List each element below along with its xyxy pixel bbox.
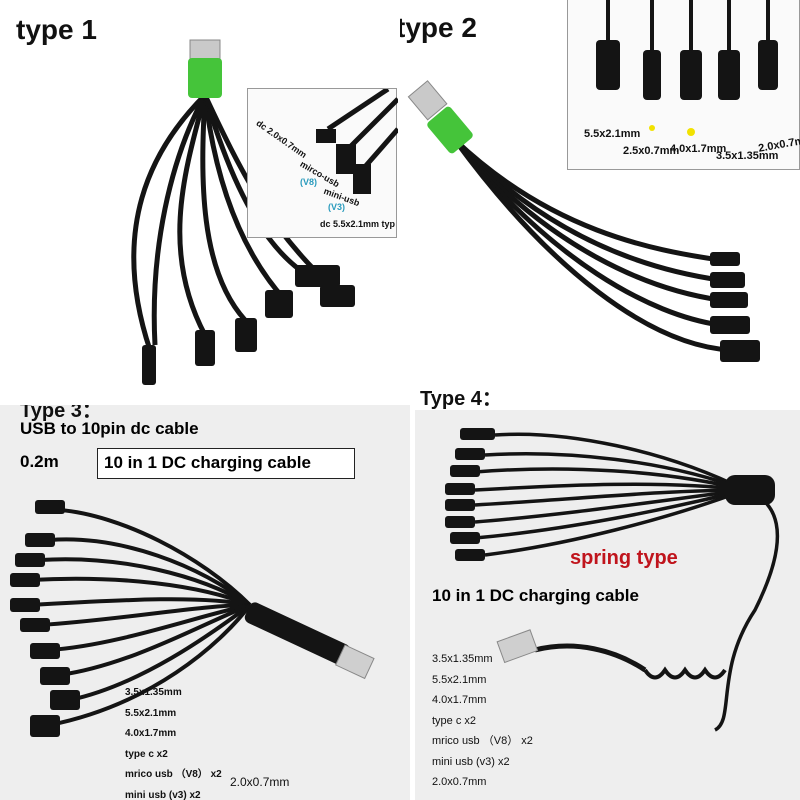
type3-panel: Type 3： USB to 10pin dc cable 0.2m 10 in… [0, 405, 410, 800]
inset-label: dc 5.5x2.1mm typ [320, 219, 396, 229]
spec-item: 3.5x1.35mm [125, 687, 182, 698]
spec-item: 3.5x1.35mm [432, 653, 493, 665]
spec-item: mini usb (v3) x2 [432, 755, 510, 768]
type2-panel: type 2 5.5x2.1mm 2.5x0.7mm 4.0x1.7mm 3.5… [400, 0, 800, 405]
type4-cable-illustration [445, 428, 780, 732]
type1-inset-connectors [316, 89, 398, 194]
type3-cable-illustration [10, 500, 375, 737]
inset-label: 3.5x1.35mm [716, 150, 779, 162]
type3-boxed-label: 10 in 1 DC charging cable [97, 448, 355, 479]
inset-label: (V8) [300, 177, 318, 187]
spec-item: 4.0x1.7mm [125, 728, 177, 739]
type4-spring-label: spring type [570, 547, 678, 569]
spec-item: type c x2 [432, 714, 477, 727]
type3-extra-spec: 2.0x0.7mm [230, 775, 290, 789]
spec-item: 5.5x2.1mm [125, 707, 177, 719]
type4-label: 10 in 1 DC charging cable [432, 586, 639, 605]
type2-inset: 5.5x2.1mm 2.5x0.7mm 4.0x1.7mm 3.5x1.35mm… [567, 0, 800, 170]
spec-item: mrico usb （V8） x2 [432, 735, 533, 747]
type1-cable-illustration [131, 39, 355, 385]
type3-subtitle: USB to 10pin dc cable [20, 419, 199, 438]
type3-title: Type 3： [20, 405, 102, 422]
type3-spec-list: 3.5x1.35mm 5.5x2.1mm 4.0x1.7mm type c x2… [125, 683, 222, 800]
type3-length: 0.2m [20, 452, 59, 471]
spec-item: 4.0x1.7mm [432, 694, 487, 706]
spec-item: 2.0x0.7mm [432, 776, 487, 788]
spec-item: mini usb (v3) x2 [125, 789, 201, 800]
type4-spec-list: 3.5x1.35mm 5.5x2.1mm 4.0x1.7mm type c x2… [432, 649, 533, 793]
type1-inset: dc 2.0x0.7mm mirco-usb (V8) mini-usb (V3… [247, 88, 398, 238]
type1-panel: type 1 dc 2.0x0.7mm mirco-usb (V8) mini-… [0, 0, 400, 405]
type4-title: Type 4： [420, 388, 502, 410]
inset-label: 4.0x1.7mm [670, 143, 727, 155]
type2-inset-connectors [596, 0, 778, 136]
inset-label: 2.5x0.7mm [623, 145, 680, 157]
type2-cable-illustration [407, 80, 760, 362]
inset-label: 5.5x2.1mm [584, 128, 641, 140]
type1-title: type 1 [16, 14, 97, 45]
type2-title: type 2 [400, 12, 477, 43]
spec-item: mrico usb （V8） x2 [125, 769, 222, 780]
spec-item: 5.5x2.1mm [432, 673, 487, 686]
spec-item: type c x2 [125, 748, 168, 760]
type4-panel: spring type 10 in 1 DC charging cable 3.… [415, 410, 800, 800]
inset-label: (V3) [328, 202, 346, 212]
